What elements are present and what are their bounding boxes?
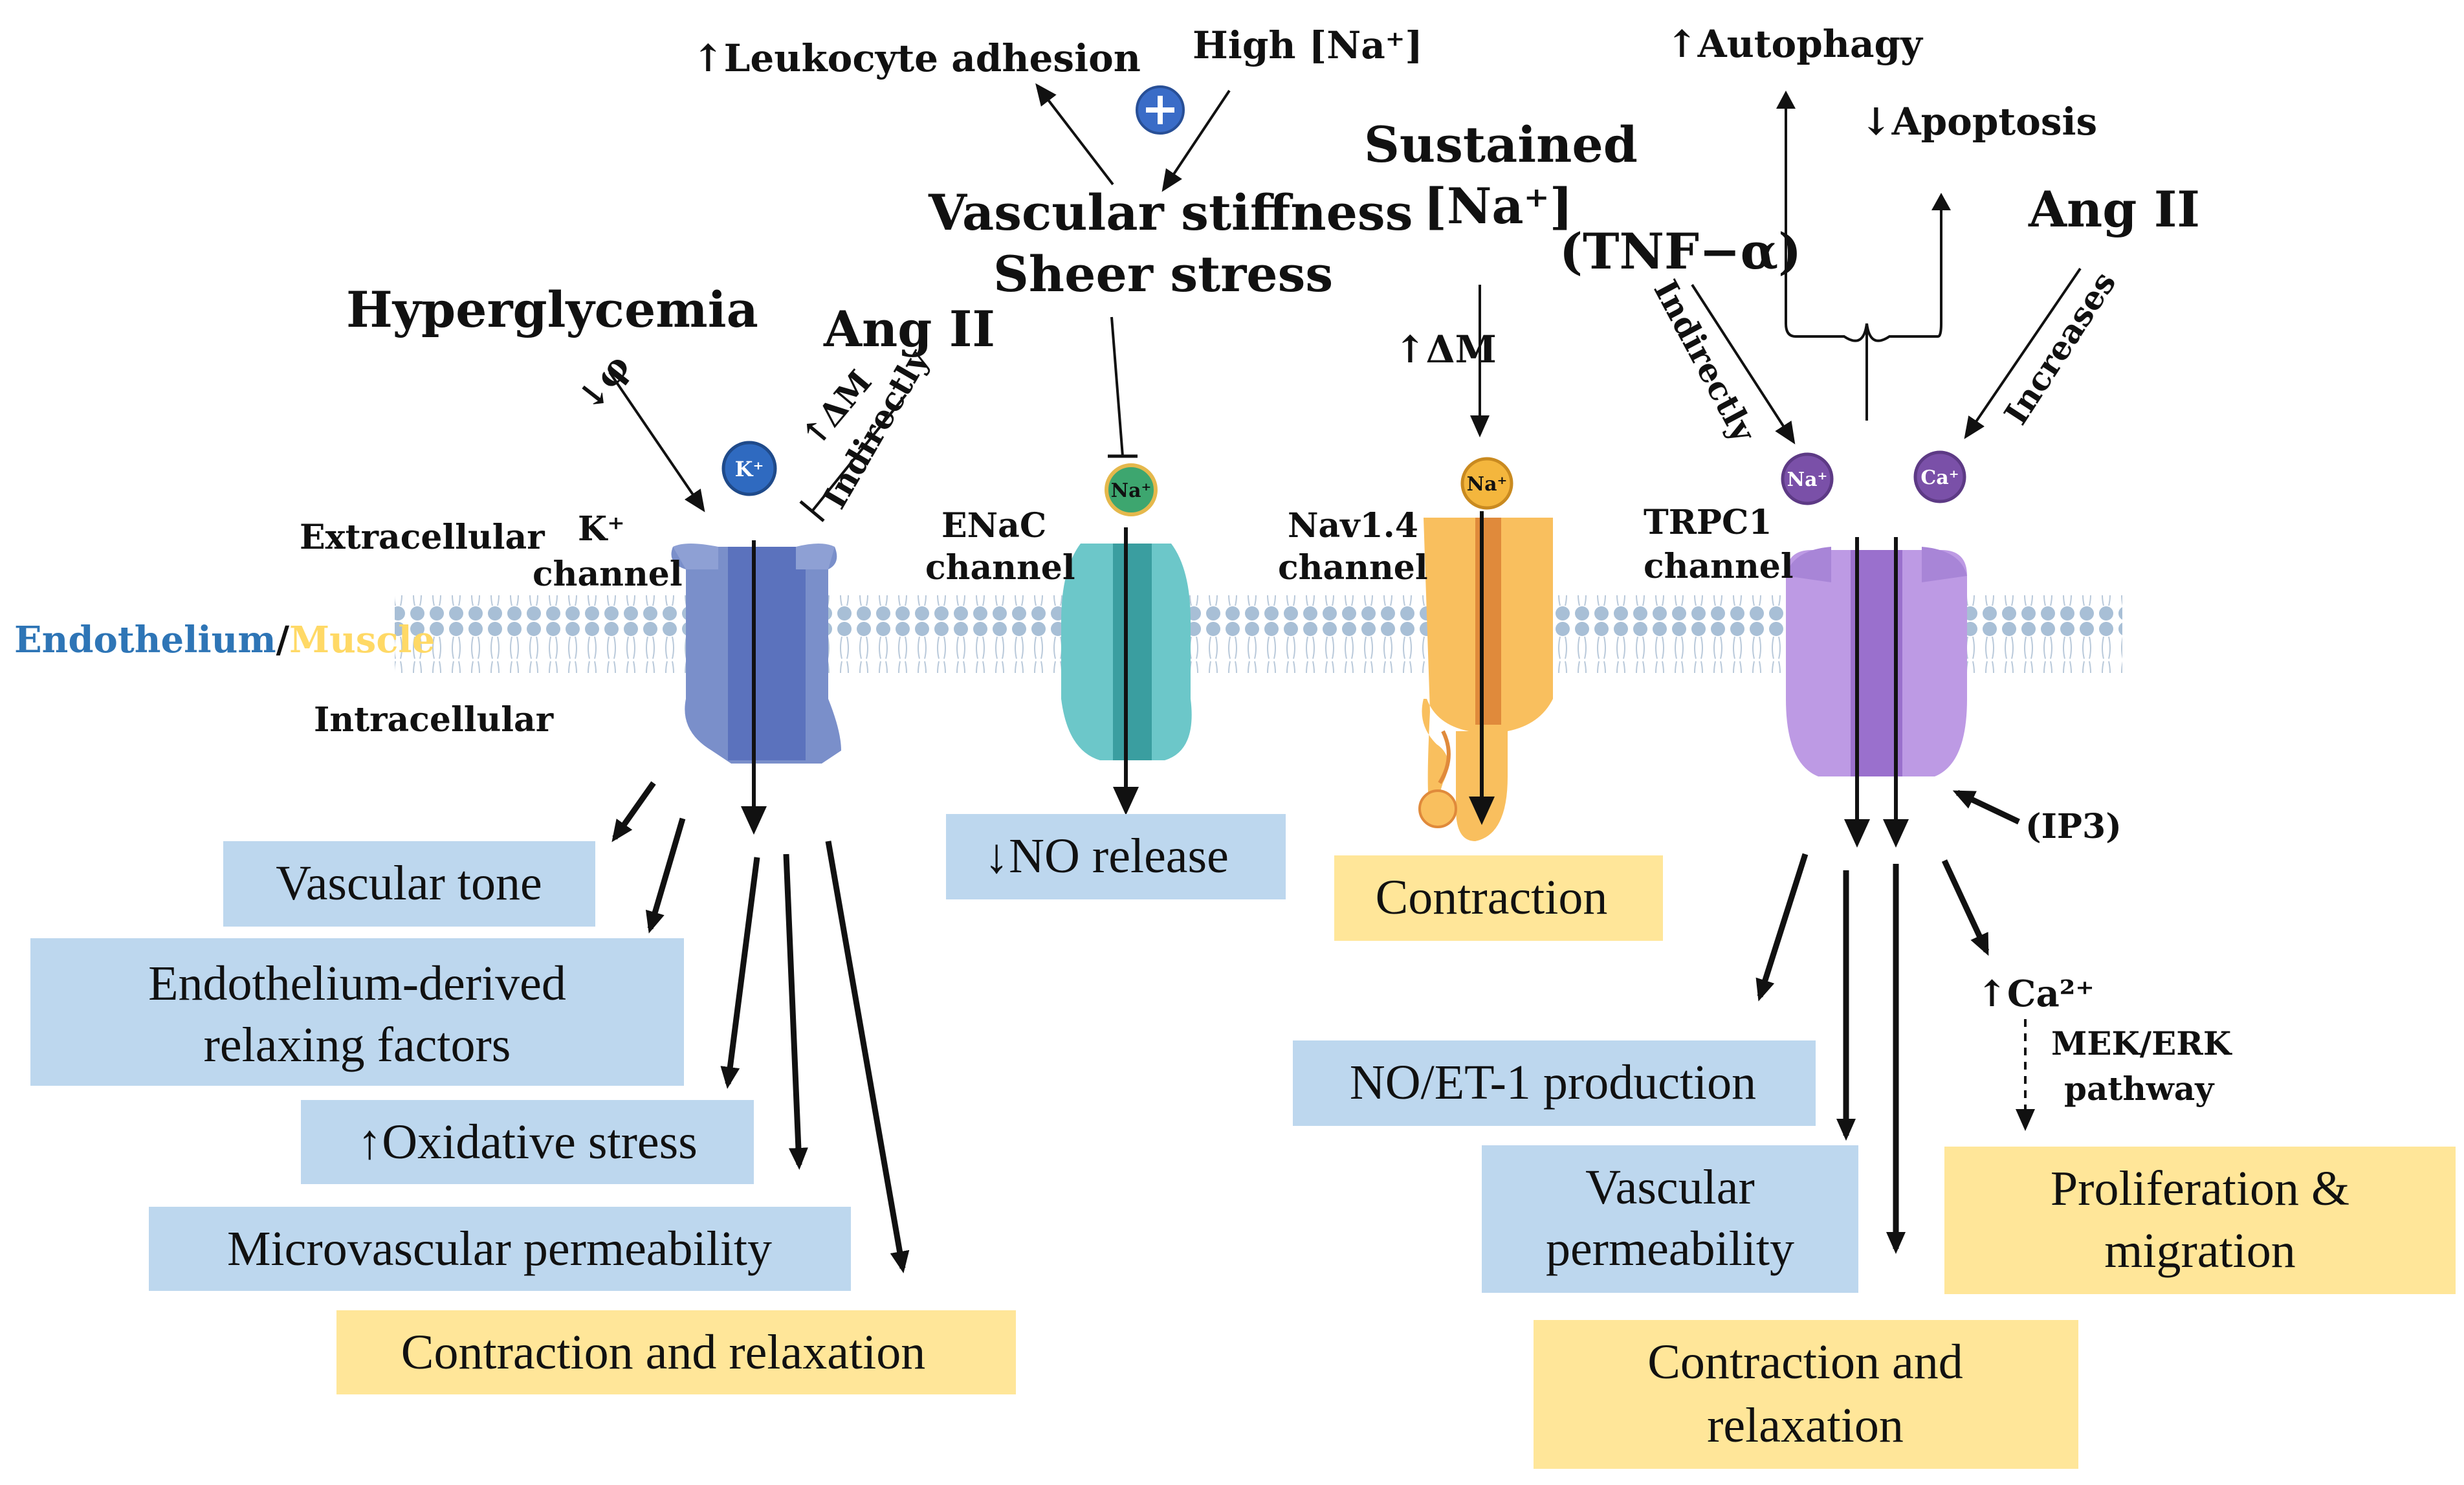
ca-ion-trpc-icon xyxy=(1913,450,1966,503)
arrow-edrf xyxy=(645,817,686,934)
nav-channel xyxy=(1418,511,1553,841)
arrow-oxidative xyxy=(720,857,760,1089)
na-ion-enac-label: Na⁺ xyxy=(1111,479,1152,502)
arrow-hyperglycemia xyxy=(608,371,705,512)
label-muscle: Muscle xyxy=(289,619,435,661)
label-high-na: High [Na⁺] xyxy=(1193,23,1423,67)
box-oxidative xyxy=(301,1100,754,1184)
label-sustained-na: [Na⁺] xyxy=(1424,177,1573,235)
box-no-release-text: ↓NO release xyxy=(984,829,1229,883)
arrow-ca2 xyxy=(1941,859,1990,956)
trpc1-channel xyxy=(1786,537,1967,848)
inhibit-line-enac xyxy=(1110,316,1124,457)
box-edrf xyxy=(30,938,684,1086)
box-edrf-text-1: Endothelium-derived xyxy=(148,956,566,1011)
arrow-contraction-left xyxy=(825,841,910,1273)
label-tnf-alpha: (TNF−α) xyxy=(1559,223,1801,280)
box-no-et1-text: NO/ET-1 production xyxy=(1350,1055,1756,1110)
label-slash: / xyxy=(276,619,290,661)
na-ion-nav-label: Na⁺ xyxy=(1467,473,1508,496)
plus-symbol xyxy=(1146,96,1174,124)
label-ang-ii-right: Ang II xyxy=(2028,181,2200,238)
label-sheer-stress: Sheer stress xyxy=(993,245,1333,303)
arrow-high-na xyxy=(1161,89,1231,192)
box-no-et1 xyxy=(1293,1040,1816,1126)
label-enac-2: channel xyxy=(925,548,1075,588)
label-phi: ↓φ xyxy=(568,346,638,419)
label-pathway: pathway xyxy=(2064,1070,2215,1108)
label-vascular-stiffness: Vascular stiffness xyxy=(928,184,1413,241)
box-microvascular xyxy=(149,1207,851,1291)
box-edrf-text-2: relaxing factors xyxy=(204,1018,511,1072)
arrow-ang-to-ca xyxy=(1964,267,2082,439)
box-contraction-relax-right xyxy=(1534,1320,2078,1469)
label-sustained: Sustained xyxy=(1364,116,1638,173)
label-nav-2: channel xyxy=(1278,548,1428,588)
box-proliferation xyxy=(1944,1147,2456,1294)
box-contraction-relax-left-text: Contraction and relaxation xyxy=(401,1325,925,1380)
box-proliferation-text-1: Proliferation & xyxy=(2051,1161,2349,1216)
label-ca2: ↑Ca²⁺ xyxy=(1977,973,2095,1015)
arrow-tnf-to-na xyxy=(1691,283,1796,445)
label-trpc-1: TRPC1 xyxy=(1644,503,1772,542)
label-hyperglycemia: Hyperglycemia xyxy=(346,281,758,338)
label-leukocyte-adhesion: ↑Leukocyte adhesion xyxy=(692,36,1141,80)
label-delta-m-mid: ↑ΔM xyxy=(1394,327,1497,371)
box-contraction-relax-left xyxy=(336,1310,1016,1394)
label-increases: Increases xyxy=(1997,265,2124,432)
ca-ion-trpc-label: Ca⁺ xyxy=(1920,467,1959,489)
arrowhead-autophagy xyxy=(1776,91,1796,109)
label-extracellular: Extracellular xyxy=(300,518,545,557)
label-intracellular: Intracellular xyxy=(314,700,554,740)
enac-channel xyxy=(1061,527,1192,815)
label-autophagy: ↑Autophagy xyxy=(1666,22,1924,66)
label-nav-1: Nav1.4 xyxy=(1288,506,1418,545)
box-contraction-mid xyxy=(1334,855,1663,941)
box-microvascular-text: Microvascular permeability xyxy=(227,1222,772,1276)
k-channel xyxy=(671,540,841,835)
label-enac-1: ENaC xyxy=(941,506,1046,545)
label-ip3: (IP3) xyxy=(2025,807,2122,846)
na-ion-nav-icon xyxy=(1460,457,1513,510)
label-endothelium: Endothelium xyxy=(14,619,276,661)
box-vasc-perm-text-1: Vascular xyxy=(1585,1160,1755,1215)
na-ion-trpc-label: Na⁺ xyxy=(1787,468,1828,491)
arrowhead-apoptosis xyxy=(1931,193,1951,210)
box-vasc-perm-text-2: permeability xyxy=(1546,1222,1794,1276)
label-trpc-2: channel xyxy=(1644,547,1794,586)
k-ion-label: K⁺ xyxy=(735,457,764,481)
inhibit-line-ang xyxy=(811,393,907,512)
label-k-channel-1: K⁺ xyxy=(578,509,625,549)
label-ang-ii-left: Ang II xyxy=(823,300,995,358)
box-no-release xyxy=(946,814,1286,899)
label-mek-erk: MEK/ERK xyxy=(2051,1024,2232,1062)
box-contraction-relax-right-text-1: Contraction and xyxy=(1647,1335,1963,1389)
box-contraction-mid-text: Contraction xyxy=(1376,870,1608,925)
box-vascular-tone-text: Vascular tone xyxy=(276,856,542,910)
label-endothelium-muscle: Endothelium/Muscle xyxy=(14,619,435,661)
na-ion-enac-icon xyxy=(1105,463,1158,516)
arrow-no-et1 xyxy=(1755,853,1809,1002)
inhibit-bar-ang xyxy=(799,500,825,522)
na-ion-trpc-icon xyxy=(1781,452,1834,505)
arrow-vascular-tone xyxy=(611,781,656,842)
k-ion-icon xyxy=(721,441,777,496)
arrow-to-leukocyte xyxy=(1035,83,1114,186)
label-k-channel-2: channel xyxy=(533,555,683,594)
arrow-microvascular xyxy=(783,853,808,1170)
box-oxidative-text: ↑Oxidative stress xyxy=(357,1115,698,1169)
box-proliferation-text-2: migration xyxy=(2104,1224,2296,1278)
box-vascular-tone xyxy=(223,841,595,927)
arrow-autophagy-apoptosis xyxy=(1785,97,1942,421)
arrow-ip3 xyxy=(1952,789,2020,825)
box-contraction-relax-right-text-2: relaxation xyxy=(1707,1398,1904,1453)
label-apoptosis: ↓Apoptosis xyxy=(1860,100,2097,144)
box-vasc-perm xyxy=(1482,1145,1858,1293)
label-indirectly-right: Indirectly xyxy=(1646,274,1763,449)
